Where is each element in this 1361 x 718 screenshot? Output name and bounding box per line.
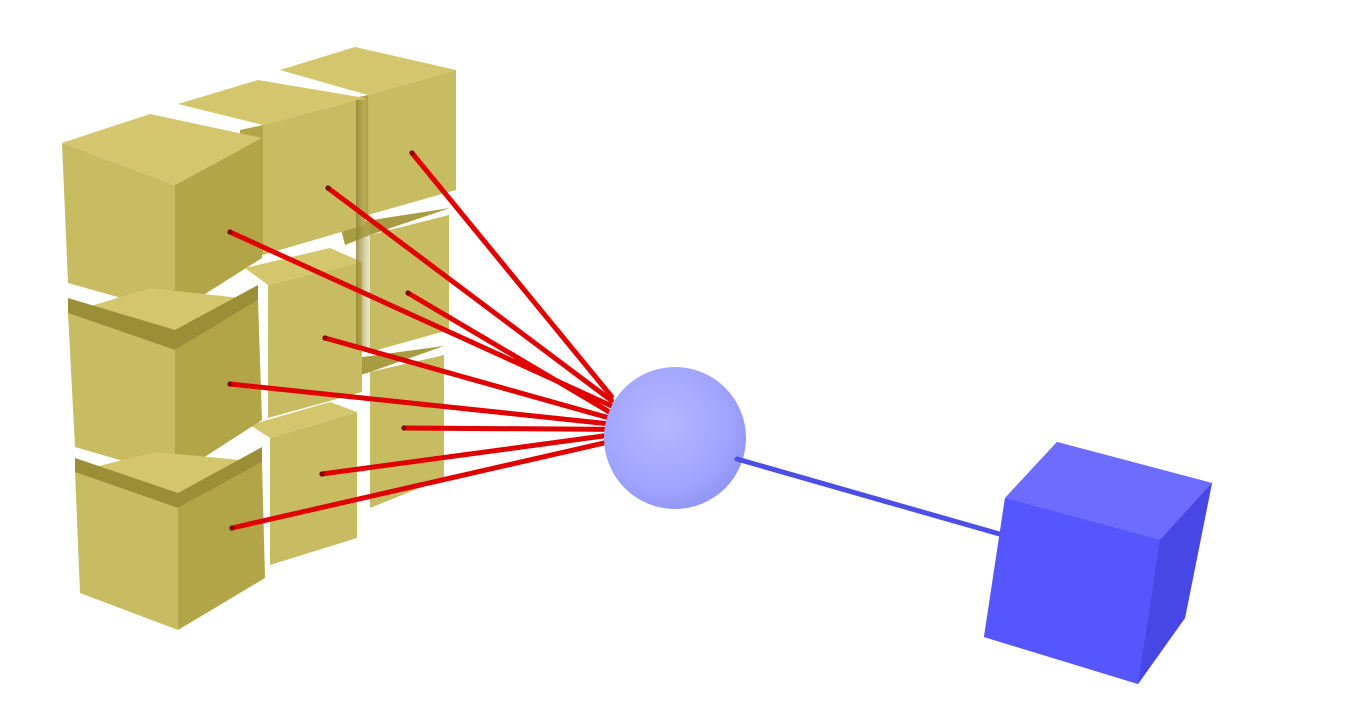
- connection-endpoint: [229, 525, 235, 531]
- hub-sphere: [604, 367, 746, 509]
- cube-middle-bottom: [250, 402, 357, 565]
- connection-endpoint: [405, 290, 411, 296]
- target-cube-front: [984, 498, 1160, 684]
- connection-line: [227, 229, 614, 409]
- cube-grid-front-column: [62, 114, 265, 630]
- connection-endpoint: [325, 185, 331, 191]
- connection-line: [229, 438, 614, 531]
- connection-line: [325, 185, 614, 404]
- connection-line: [227, 381, 614, 427]
- connection-endpoint: [227, 381, 233, 387]
- cube-front-top: [62, 114, 262, 313]
- hub-target-link: [734, 456, 1006, 538]
- target-cube: [984, 442, 1212, 684]
- cube-back-bottom: [370, 355, 444, 508]
- target-cube-side: [1138, 483, 1212, 684]
- connection-line: [401, 425, 614, 432]
- cube-back-middle: [370, 215, 449, 352]
- connection-line: [322, 335, 614, 422]
- cube-front-middle: [68, 288, 262, 476]
- connection-line: [319, 432, 614, 477]
- connection-endpoint: [401, 425, 407, 431]
- connection-endpoint: [409, 150, 415, 156]
- cube-front-bottom: [75, 452, 265, 630]
- hub-sphere-body: [604, 367, 746, 509]
- connection-line: [409, 150, 614, 399]
- connection-endpoint: [319, 471, 325, 477]
- connection-endpoint: [227, 229, 233, 235]
- connection-lines-front: [227, 229, 614, 531]
- target-cube-top: [1005, 442, 1212, 540]
- link-line: [734, 456, 1006, 538]
- connection-endpoint: [322, 335, 328, 341]
